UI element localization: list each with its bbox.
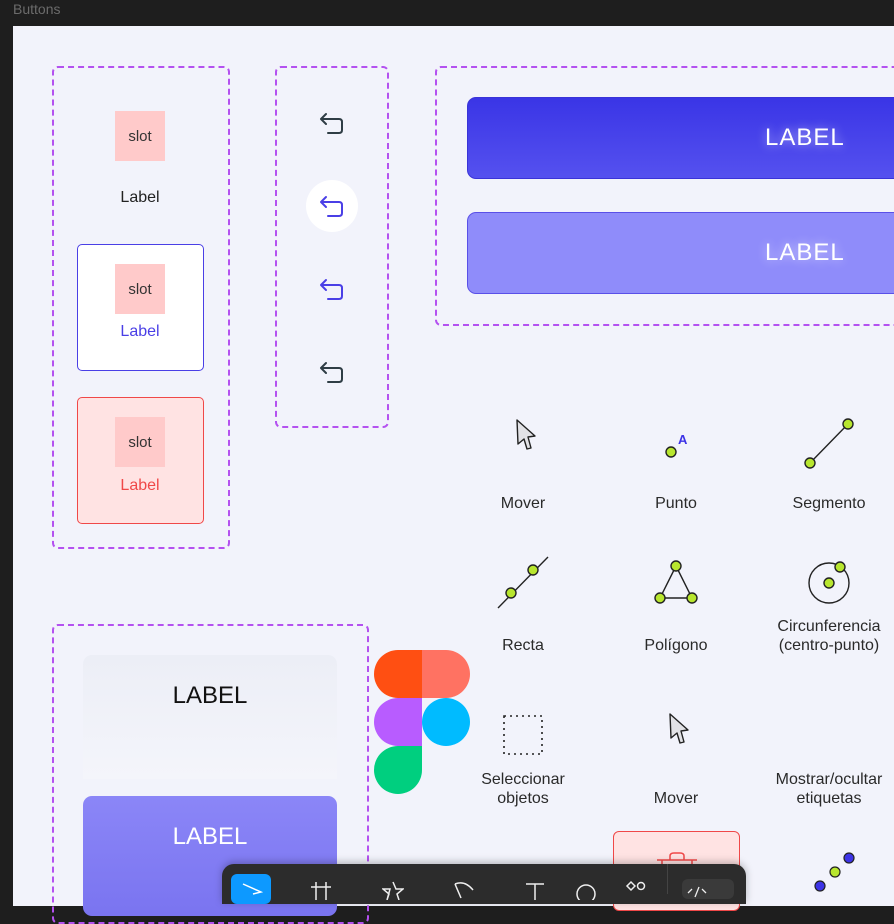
tool-circle[interactable]: Circunferencia (centro-punto): [754, 556, 894, 655]
pen-tool-icon[interactable]: [453, 880, 475, 900]
point-badge: A: [678, 432, 688, 447]
primary-button[interactable]: LABEL: [467, 97, 894, 179]
code-icon: [687, 886, 707, 898]
tool-label: Mover: [500, 495, 546, 512]
secondary-button[interactable]: LABEL: [83, 655, 337, 779]
tool-point[interactable]: A Punto: [601, 418, 751, 513]
button-label: Label: [120, 477, 160, 494]
button-label: LABEL: [172, 682, 248, 709]
label-icon: A: [799, 712, 859, 756]
button-label: Label: [120, 323, 160, 340]
tool-label: Recta: [502, 637, 544, 654]
slot-placeholder: slot: [115, 264, 165, 314]
undo-icon[interactable]: [318, 193, 346, 221]
frame-tool-icon[interactable]: [310, 880, 332, 900]
segment-icon: [804, 418, 854, 469]
toolbar-divider: [667, 864, 668, 894]
figma-logo-icon: [374, 650, 470, 794]
undo-icon[interactable]: [318, 276, 346, 304]
line-icon: [497, 556, 549, 609]
tool-label: Seleccionar objetos: [481, 771, 565, 807]
tool-select[interactable]: Seleccionar objetos: [448, 712, 598, 808]
slot-placeholder: slot: [115, 111, 165, 161]
tool-label: Polígono: [644, 637, 708, 654]
move-tool-button[interactable]: [231, 874, 271, 904]
circle-icon: [808, 561, 850, 604]
window-title: Buttons: [13, 1, 61, 17]
trash-icon: [657, 852, 697, 870]
button-label: LABEL: [765, 124, 845, 151]
tool-polygon[interactable]: Polígono: [601, 556, 751, 655]
button-label: LABEL: [172, 823, 248, 850]
tool-label: Segmento: [792, 495, 866, 512]
text-tool-icon[interactable]: [524, 880, 546, 900]
cursor-icon: [242, 883, 263, 895]
cursor-icon: [669, 713, 689, 744]
tool-label: Mostrar/ocultar etiquetas: [775, 771, 883, 807]
select-icon: [503, 715, 543, 755]
point-icon: A: [665, 432, 688, 458]
comment-tool-icon[interactable]: [575, 880, 597, 900]
tool-label: Circunferencia (centro-punto): [777, 618, 881, 654]
undo-icon[interactable]: [318, 359, 346, 387]
components-tool-icon[interactable]: [625, 880, 647, 900]
points-icon: [814, 852, 855, 892]
dev-mode-toggle[interactable]: [682, 879, 734, 899]
component-set-undo-buttons: [275, 66, 389, 428]
button-label: Label: [120, 189, 160, 206]
tool-move-2[interactable]: Mover: [601, 712, 751, 808]
polygon-icon: [654, 560, 698, 604]
component-set-slot-buttons: [52, 66, 230, 549]
undo-icon[interactable]: [318, 110, 346, 138]
tool-segment[interactable]: Segmento: [754, 418, 894, 513]
tool-label: Punto: [655, 495, 697, 512]
tool-move[interactable]: Mover: [448, 418, 598, 513]
tool-line[interactable]: Recta: [448, 556, 598, 655]
slot-placeholder: slot: [115, 417, 165, 467]
undo-button-hover-bg[interactable]: [306, 180, 358, 232]
tool-label: Mover: [653, 790, 699, 807]
cursor-icon: [516, 419, 536, 450]
tool-toggle-labels[interactable]: A Mostrar/ocultar etiquetas: [754, 712, 894, 808]
button-label: LABEL: [765, 239, 845, 266]
star-shape-tool-icon[interactable]: [382, 880, 404, 900]
primary-button-hover[interactable]: LABEL: [467, 212, 894, 294]
component-set-primary-buttons: [435, 66, 894, 326]
